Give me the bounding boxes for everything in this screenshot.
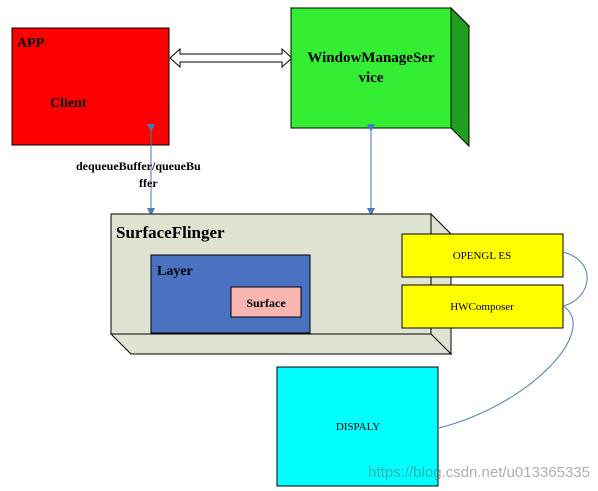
surface-box: Surface (230, 286, 302, 318)
opengl-es-label: OPENGL ES (453, 250, 512, 262)
surface-label: Surface (246, 296, 286, 310)
app-title: APP (17, 36, 45, 51)
display-label: DISPALY (336, 421, 380, 433)
hwcomposer-display-connector (438, 305, 574, 429)
wms-label-line1: WindowManageSer (307, 50, 435, 66)
display-box: DISPALY (276, 366, 439, 487)
app-client-box: APP Client (11, 27, 170, 146)
dequeue-queue-buffer-label-line2: ffer (139, 176, 158, 190)
wms-label-line2: vice (359, 70, 384, 86)
dequeue-queue-buffer-label-line1: dequeueBuffer/queueBu (76, 159, 201, 173)
hwcomposer-label: HWComposer (450, 301, 514, 313)
app-wms-double-arrow (169, 47, 293, 69)
hwcomposer-box: HWComposer (401, 284, 564, 329)
layer-title: Layer (157, 264, 193, 279)
surfaceflinger-title: SurfaceFlinger (116, 223, 225, 242)
opengl-hwcomposer-connector (562, 251, 588, 307)
client-label: Client (50, 96, 87, 111)
opengl-es-box: OPENGL ES (401, 233, 564, 278)
window-manager-service-box: WindowManageSer vice (289, 6, 471, 148)
watermark-text: https://blog.csdn.net/u013365335 (368, 464, 590, 481)
